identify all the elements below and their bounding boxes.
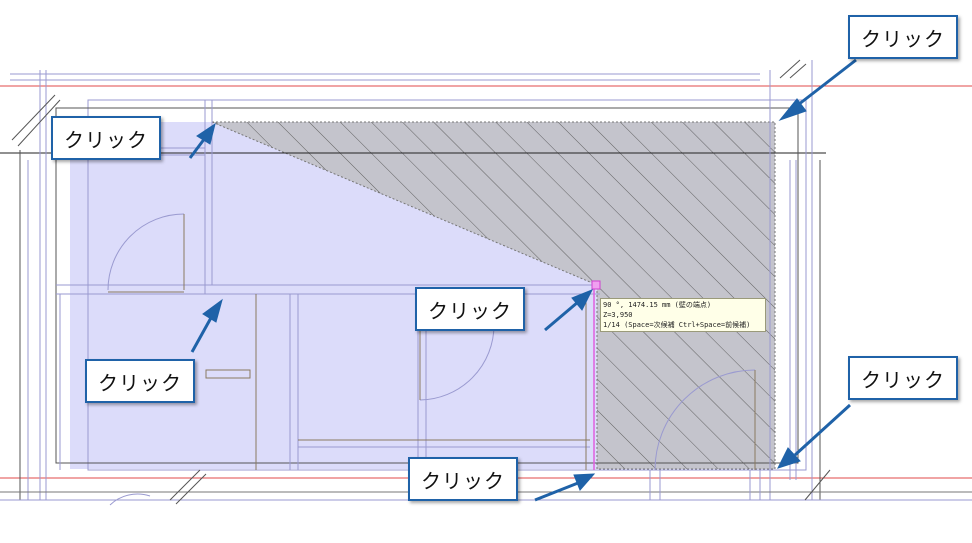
arrow-right	[793, 403, 852, 457]
callout-label: クリック	[98, 370, 182, 395]
arrow-head-center	[571, 289, 594, 311]
hatched-border	[211, 121, 776, 470]
callout-top-right: クリック	[848, 15, 958, 59]
door-swings	[107, 213, 761, 506]
arrow-top-right	[793, 58, 857, 110]
callout-label: クリック	[861, 26, 945, 51]
arrow-top-left	[188, 137, 207, 159]
arrow-head-bottom	[573, 473, 596, 491]
arrow-head-right	[777, 447, 801, 469]
callout-bottom: クリック	[408, 457, 518, 501]
callout-arrows	[188, 58, 857, 502]
arrow-head-top-left	[196, 122, 216, 145]
arrow-bottom	[534, 481, 579, 502]
hatched-triangle-pattern	[212, 122, 775, 285]
callout-label: クリック	[428, 298, 512, 323]
tooltip-line-z: Z=3,950	[603, 311, 633, 319]
arrow-head-left	[202, 298, 223, 323]
cursor-snap-point[interactable]	[591, 280, 601, 290]
callout-label: クリック	[421, 468, 505, 493]
callout-top-left: クリック	[51, 116, 161, 160]
arrow-head-top-right	[778, 98, 807, 122]
tooltip-line-candidates: 1/14 (Space=次候補 Ctrl+Space=前候補)	[603, 321, 751, 329]
callout-label: クリック	[64, 127, 148, 152]
callout-left: クリック	[85, 359, 195, 403]
callout-center: クリック	[415, 287, 525, 331]
diagonal-wall-marks	[11, 59, 831, 505]
tooltip-line-angle: 90 °, 1474.15 mm (壁の端点)	[603, 301, 712, 309]
arrow-center	[544, 300, 579, 332]
arrow-left	[190, 315, 214, 353]
snap-tooltip: 90 °, 1474.15 mm (壁の端点) Z=3,950 1/14 (Sp…	[600, 298, 766, 332]
callout-right: クリック	[848, 356, 958, 400]
callout-label: クリック	[861, 367, 945, 392]
interior-walls	[56, 100, 600, 470]
